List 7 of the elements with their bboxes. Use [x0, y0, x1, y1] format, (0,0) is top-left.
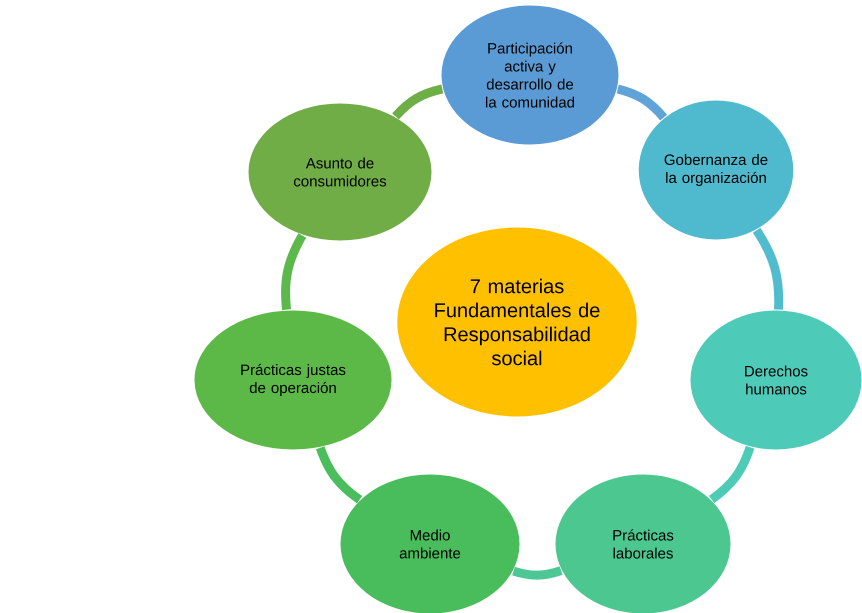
ring-segment — [316, 446, 362, 504]
ring-segment — [708, 446, 754, 504]
ring-segment — [392, 84, 444, 120]
ring-segment — [752, 228, 784, 310]
ring-segment — [616, 84, 668, 121]
ring-segment — [512, 566, 562, 580]
ring-segment — [281, 233, 306, 310]
